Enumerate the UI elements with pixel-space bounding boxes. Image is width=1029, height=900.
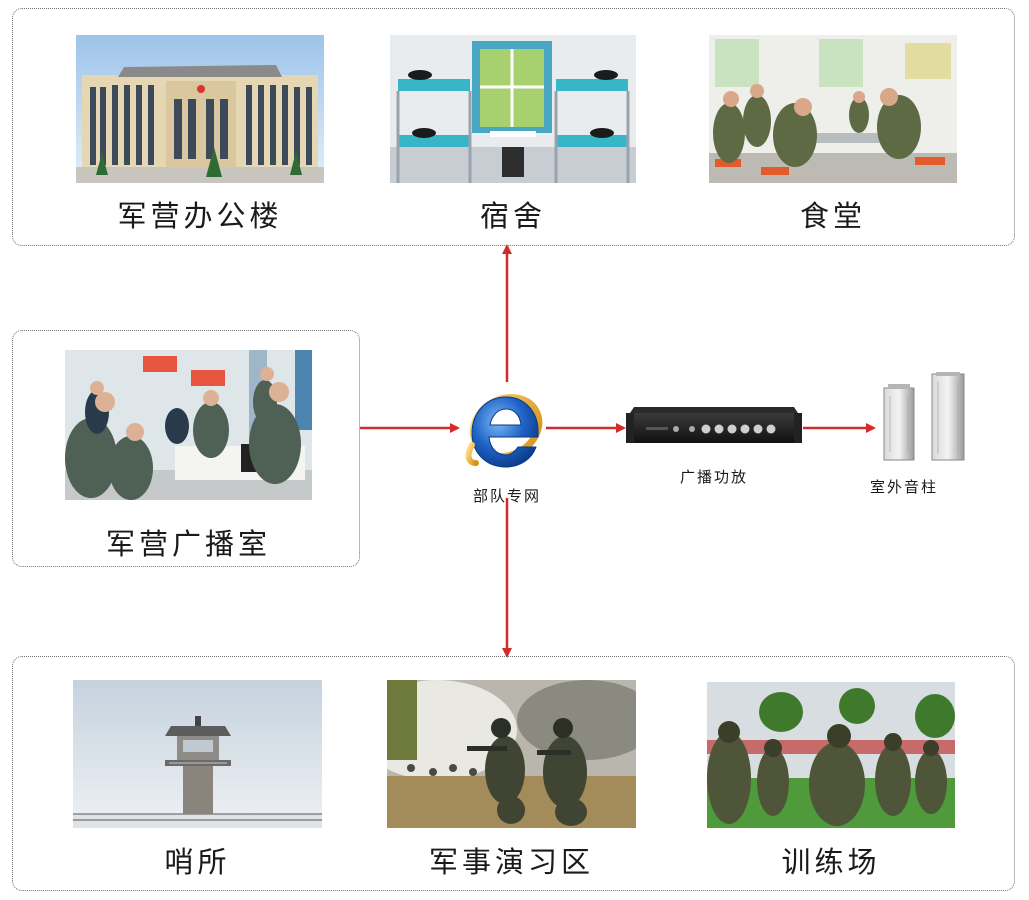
broadcast-room-group [12, 330, 360, 567]
exercise-area-photo [387, 680, 636, 828]
amplifier-icon [626, 405, 802, 447]
broadcast-room-photo [65, 350, 312, 500]
top-location-group [12, 8, 1015, 246]
broadcast-room-label: 军营广播室 [105, 527, 271, 561]
outdoor-speaker-column-icon [878, 372, 970, 464]
amplifier-label: 广播功放 [679, 468, 748, 486]
network-label: 部队专网 [472, 487, 541, 505]
training-ground-photo [707, 682, 955, 828]
canteen-photo [709, 35, 957, 183]
office-building-photo [76, 35, 324, 183]
speaker-label: 室外音柱 [869, 478, 938, 496]
training-ground-label: 训练场 [781, 845, 881, 879]
dormitory-photo [390, 35, 636, 183]
dormitory-label: 宿舍 [479, 199, 546, 233]
sentry-post-label: 哨所 [164, 845, 231, 879]
internet-explorer-icon [456, 375, 556, 475]
bottom-location-group [12, 656, 1015, 891]
sentry-post-photo [73, 680, 322, 828]
canteen-label: 食堂 [799, 199, 866, 233]
office-building-label: 军营办公楼 [117, 199, 283, 233]
exercise-area-label: 军事演习区 [428, 845, 594, 879]
